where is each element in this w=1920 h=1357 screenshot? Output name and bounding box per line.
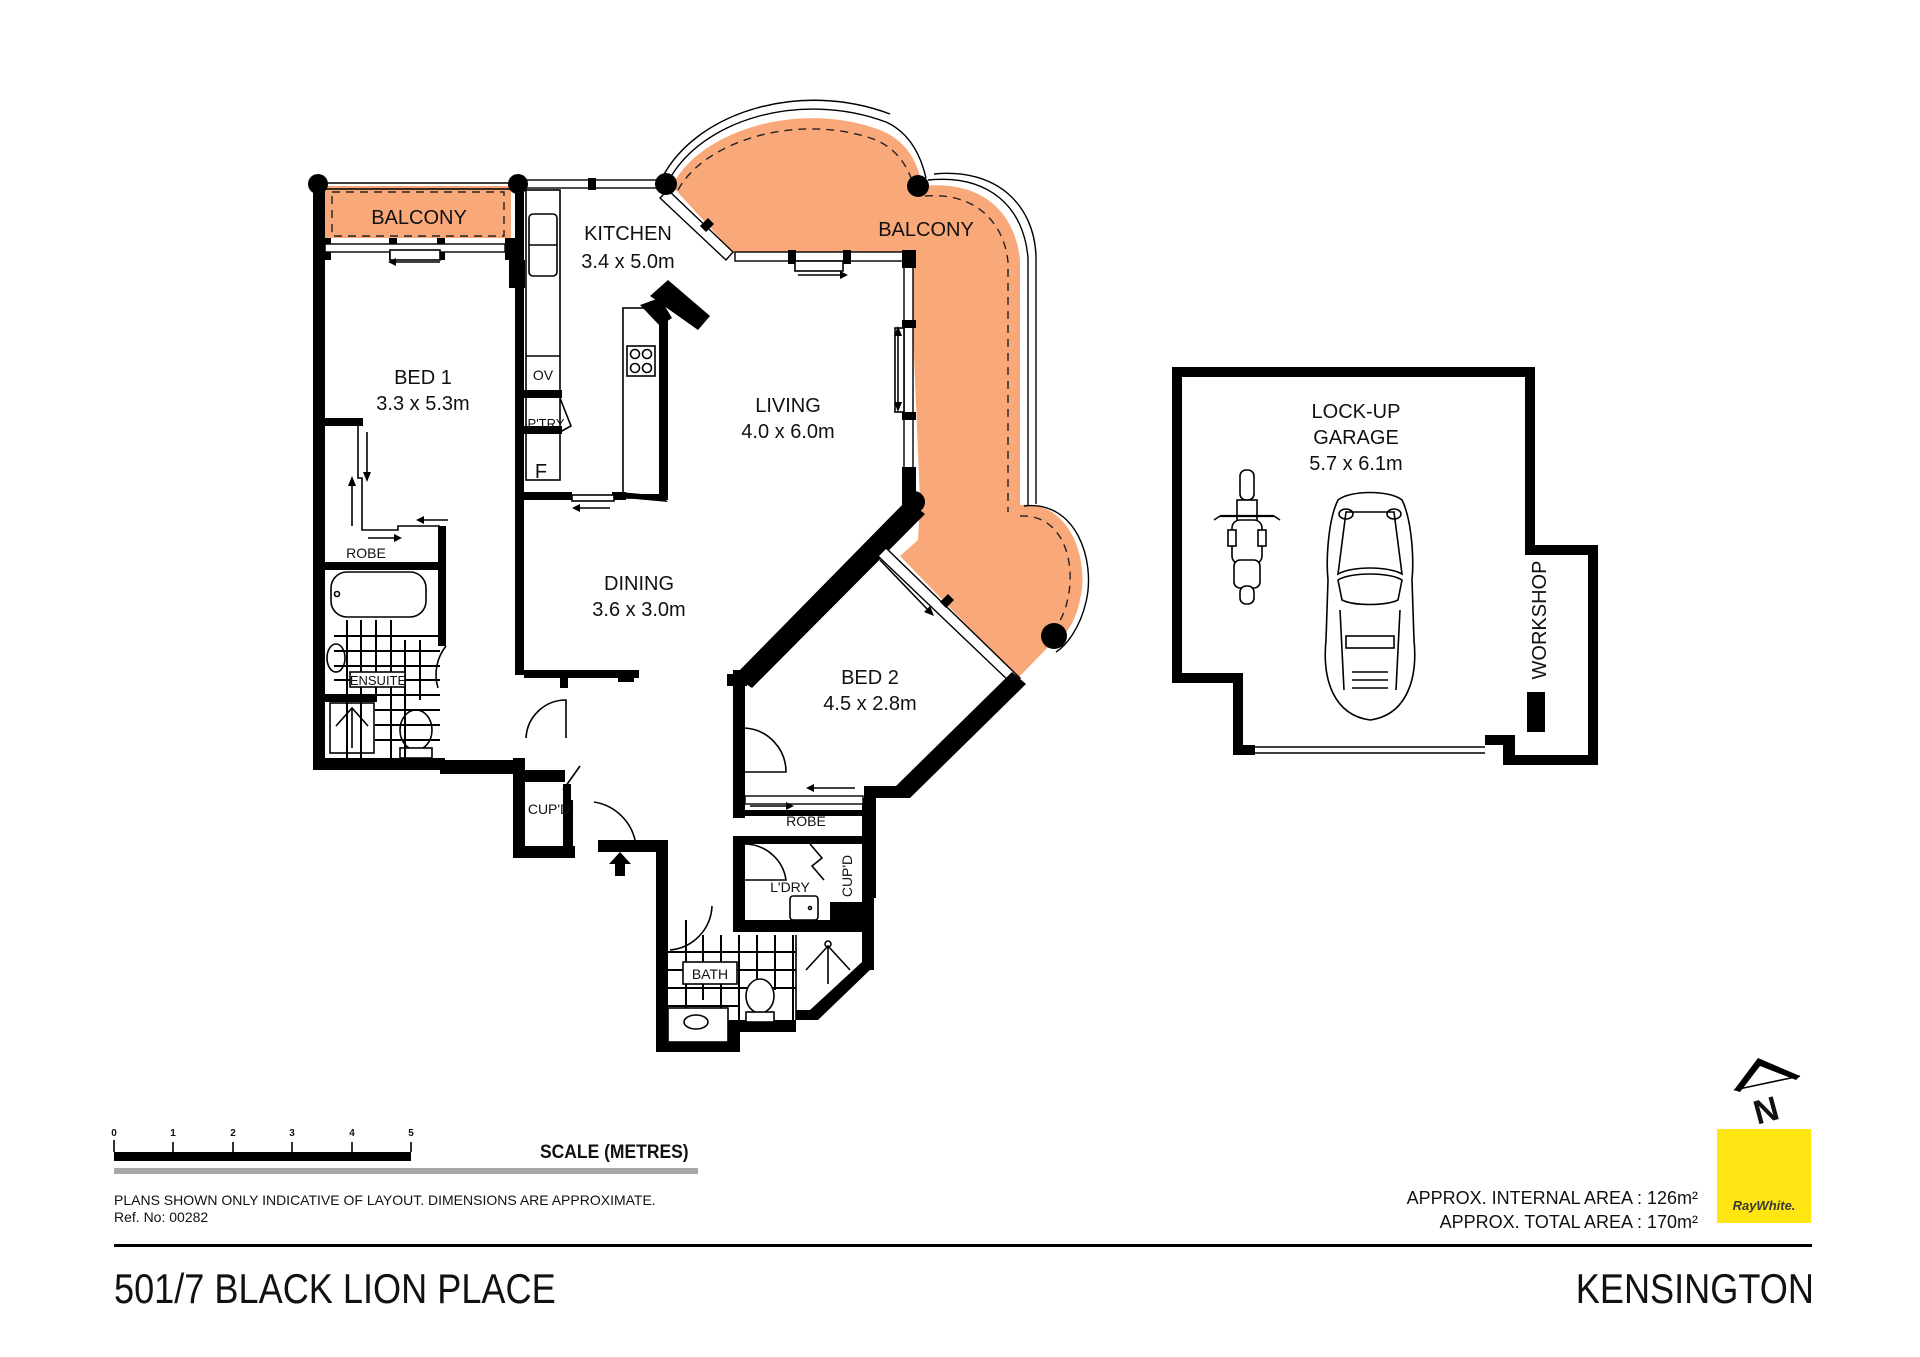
room-labels: BALCONY KITCHEN 3.4 x 5.0m BALCONY BED 1… (346, 207, 1551, 982)
doors (525, 699, 825, 951)
laundry-label: L'DRY (770, 879, 810, 895)
scale-tick-2: 2 (230, 1128, 236, 1139)
fridge-label: F (535, 461, 547, 483)
scale-tick-5: 5 (408, 1128, 414, 1139)
disclaimer: PLANS SHOWN ONLY INDICATIVE OF LAYOUT. D… (114, 1192, 656, 1226)
area-summary: APPROX. INTERNAL AREA : 126m² APPROX. TO… (1407, 1186, 1698, 1234)
car-icon (1324, 491, 1416, 721)
internal-area: APPROX. INTERNAL AREA : 126m² (1406, 1188, 1698, 1208)
garage-label-line2: GARAGE (1313, 427, 1399, 449)
column-posts (308, 173, 1067, 649)
dining-size: 3.6 x 3.0m (592, 599, 685, 621)
balcony-small (322, 182, 514, 238)
balcony-large (661, 99, 1090, 678)
kitchen-label: KITCHEN (584, 223, 672, 245)
robe-bed2-label: ROBE (786, 813, 826, 829)
disclaimer-text: PLANS SHOWN ONLY INDICATIVE OF LAYOUT. D… (114, 1192, 656, 1208)
living-size: 4.0 x 6.0m (741, 421, 834, 443)
oven-label: OV (533, 367, 554, 383)
entry-arrow-icon (609, 852, 631, 876)
garage-label-line1: LOCK-UP (1312, 401, 1401, 423)
north-arrow-icon: N (1733, 1058, 1801, 1132)
cupd-entry-label: CUP'D (528, 801, 570, 817)
bed1-size: 3.3 x 5.3m (376, 393, 469, 415)
kitchen-size: 3.4 x 5.0m (581, 251, 674, 273)
dining-label: DINING (604, 573, 674, 595)
brand-name: RayWhite. (1732, 1198, 1796, 1213)
property-address: 501/7 BLACK LION PLACE (114, 1265, 556, 1312)
balcony-large-label: BALCONY (878, 219, 974, 241)
scale-title: SCALE (METRES) (540, 1142, 689, 1163)
scale-tick-0: 0 (111, 1128, 117, 1139)
bath-label: BATH (692, 966, 728, 982)
pantry-label: P'TRY (528, 416, 565, 431)
motorcycle-icon (1213, 469, 1281, 605)
laundry-and-bath-fixtures (667, 895, 851, 1043)
scale-tick-1: 1 (170, 1128, 176, 1139)
bed1-robe-and-ensuite (325, 418, 447, 759)
bed2-size: 4.5 x 2.8m (823, 693, 916, 715)
footer-divider (114, 1244, 1812, 1247)
garage-size: 5.7 x 6.1m (1309, 453, 1402, 475)
raywhite-logo: RayWhite. (1717, 1129, 1811, 1223)
ensuite-label: ENSUITE (350, 673, 407, 688)
robe-bed1-label: ROBE (346, 545, 386, 561)
north-label: N (1749, 1089, 1783, 1132)
living-label: LIVING (755, 395, 821, 417)
garage-walls (1172, 367, 1598, 765)
cupd-laundry-label: CUP'D (839, 855, 855, 897)
kitchen-fixtures (524, 189, 707, 481)
reference-number: Ref. No: 00282 (114, 1209, 209, 1225)
bed1-label: BED 1 (394, 367, 452, 389)
apartment-walls (313, 178, 1026, 1052)
scale-tick-3: 3 (289, 1128, 295, 1139)
window-arrows (348, 258, 934, 810)
total-area: APPROX. TOTAL AREA : 170m² (1439, 1212, 1698, 1232)
workshop-label: WORKSHOP (1529, 561, 1551, 680)
scale-bar: 0 1 2 3 4 5 (111, 1128, 698, 1174)
bed2-label: BED 2 (841, 667, 899, 689)
balcony-small-label: BALCONY (371, 207, 467, 229)
property-suburb: KENSINGTON (1575, 1265, 1814, 1312)
scale-tick-4: 4 (349, 1128, 355, 1139)
